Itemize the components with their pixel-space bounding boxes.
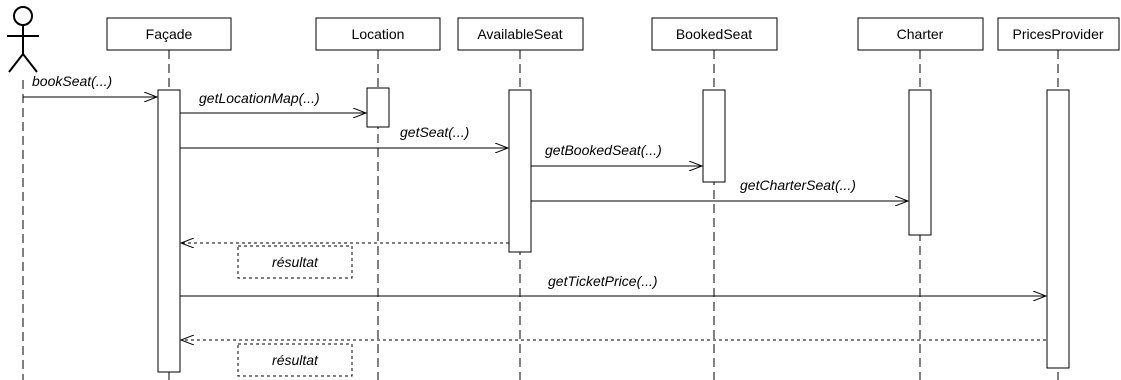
message-label-getseat: getSeat(...) <box>400 124 469 140</box>
lifeline-label-availableseat: AvailableSeat <box>477 26 562 42</box>
return-note-2: résultat <box>237 343 353 377</box>
message-label-getlocationmap: getLocationMap(...) <box>199 90 320 106</box>
lifeline-head-availableseat: AvailableSeat <box>457 17 584 51</box>
lifeline-head-pricesprovider: PricesProvider <box>997 17 1120 51</box>
return-label-1: résultat <box>272 254 319 270</box>
lifeline-label-charter: Charter <box>897 26 944 42</box>
lifeline-head-bookedseat: BookedSeat <box>651 17 778 51</box>
activation-charter <box>908 89 932 236</box>
lifeline-head-charter: Charter <box>857 17 984 51</box>
return-label-2: résultat <box>272 352 319 368</box>
activation-facade <box>157 89 181 373</box>
activation-location <box>366 87 390 128</box>
activation-availableseat <box>508 89 532 253</box>
lifeline-label-location: Location <box>352 26 405 42</box>
lifeline-head-facade: Façade <box>106 17 232 51</box>
message-label-getcharterseat: getCharterSeat(...) <box>740 177 856 193</box>
lifeline-head-location: Location <box>315 17 441 51</box>
lifeline-label-facade: Façade <box>146 26 193 42</box>
lifeline-label-pricesprovider: PricesProvider <box>1012 26 1103 42</box>
activation-pricesprovider <box>1046 89 1070 369</box>
lifeline-label-bookedseat: BookedSeat <box>676 26 752 42</box>
activation-bookedseat <box>702 89 726 183</box>
message-label-getticketprice: getTicketPrice(...) <box>548 273 658 289</box>
actor-stick-figure-icon <box>7 6 39 73</box>
message-label-getbookedseat: getBookedSeat(...) <box>545 142 662 158</box>
message-label-bookseat: bookSeat(...) <box>32 73 112 89</box>
return-note-1: résultat <box>237 245 353 279</box>
